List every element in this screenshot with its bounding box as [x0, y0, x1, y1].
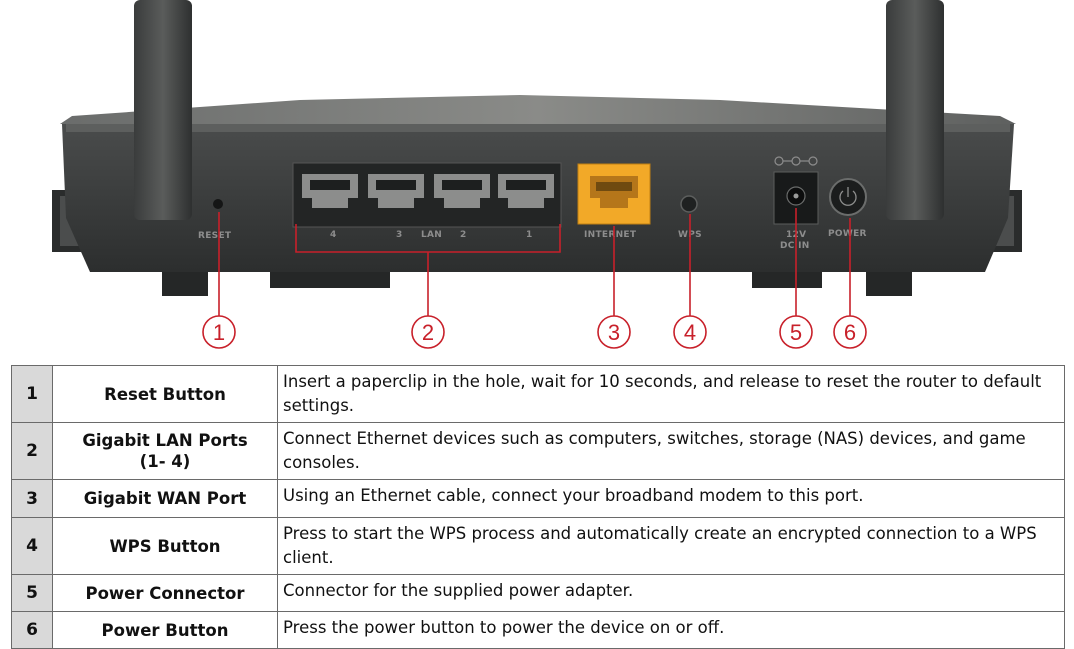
- row-name: Power Button: [52, 611, 278, 649]
- row-description: Connect Ethernet devices such as compute…: [277, 422, 1065, 480]
- table-row: 3 Gigabit WAN Port Using an Ethernet cab…: [11, 479, 1065, 518]
- router-top-shell: [60, 95, 1016, 124]
- power-label: POWER: [828, 229, 867, 239]
- callout-1: 1: [213, 320, 225, 345]
- callout-4: 4: [684, 320, 696, 345]
- row-description: Using an Ethernet cable, connect your br…: [277, 479, 1065, 518]
- table-row: 4 WPS Button Press to start the WPS proc…: [11, 517, 1065, 575]
- row-name: Gigabit WAN Port: [52, 479, 278, 518]
- callout-5: 5: [790, 320, 802, 345]
- lan-port-inner: [310, 180, 546, 190]
- table-row: 5 Power Connector Connector for the supp…: [11, 574, 1065, 612]
- row-name: WPS Button: [52, 517, 278, 575]
- reset-label: RESET: [198, 231, 232, 241]
- table-row: 2 Gigabit LAN Ports (1- 4) Connect Ethern…: [11, 422, 1065, 480]
- row-name-line: (1- 4): [139, 452, 191, 471]
- row-name: Reset Button: [52, 365, 278, 423]
- row-number: 3: [11, 479, 53, 518]
- antenna-right: [886, 0, 944, 220]
- lan-label-2: 2: [460, 230, 467, 240]
- router-feet: [162, 272, 912, 296]
- row-description: Press the power button to power the devi…: [277, 611, 1065, 649]
- lan-label-1: 1: [526, 230, 533, 240]
- row-name-line: Gigabit LAN Ports: [82, 431, 248, 450]
- row-name-line: Reset Button: [104, 384, 226, 404]
- callout-2: 2: [422, 320, 434, 345]
- callout-circles: [202, 315, 867, 349]
- wps-button: [680, 195, 698, 213]
- callout-lines: [218, 208, 851, 316]
- callout-6: 6: [844, 320, 856, 345]
- row-number: 4: [11, 517, 53, 575]
- row-description: Press to start the WPS process and autom…: [277, 517, 1065, 575]
- row-name-line: WPS Button: [109, 536, 221, 556]
- row-description: Connector for the supplied power adapter…: [277, 574, 1065, 612]
- internet-label: INTERNET: [584, 230, 637, 240]
- row-name-line: Power Button: [101, 620, 229, 640]
- port-description-table: 1 Reset Button Insert a paperclip in the…: [11, 365, 1065, 649]
- dc-label-in: DC IN: [780, 241, 810, 251]
- row-name-line: Gigabit WAN Port: [83, 489, 247, 508]
- callout-3: 3: [608, 320, 620, 345]
- row-name: Power Connector: [52, 574, 278, 612]
- lan-label-3: 3: [396, 230, 403, 240]
- table-row: 6 Power Button Press the power button to…: [11, 611, 1065, 649]
- router-rear-figure: RESET 4 3 LAN 2 1 INTERNET WPS 12V DC IN: [52, 0, 1022, 349]
- row-description: Insert a paperclip in the hole, wait for…: [277, 365, 1065, 423]
- row-number: 5: [11, 574, 53, 612]
- lan-label-4: 4: [330, 230, 337, 240]
- row-number: 2: [11, 422, 53, 480]
- row-name: Gigabit LAN Ports (1- 4): [52, 422, 278, 480]
- row-name-line: Power Connector: [85, 583, 245, 603]
- lan-label: LAN: [421, 230, 442, 240]
- dc-polarity-icon: [774, 156, 818, 166]
- row-number: 6: [11, 611, 53, 649]
- table-row: 1 Reset Button Insert a paperclip in the…: [11, 365, 1065, 423]
- reset-hole: [213, 199, 223, 209]
- row-number: 1: [11, 365, 53, 423]
- power-icon: [839, 187, 857, 206]
- antenna-left: [134, 0, 192, 220]
